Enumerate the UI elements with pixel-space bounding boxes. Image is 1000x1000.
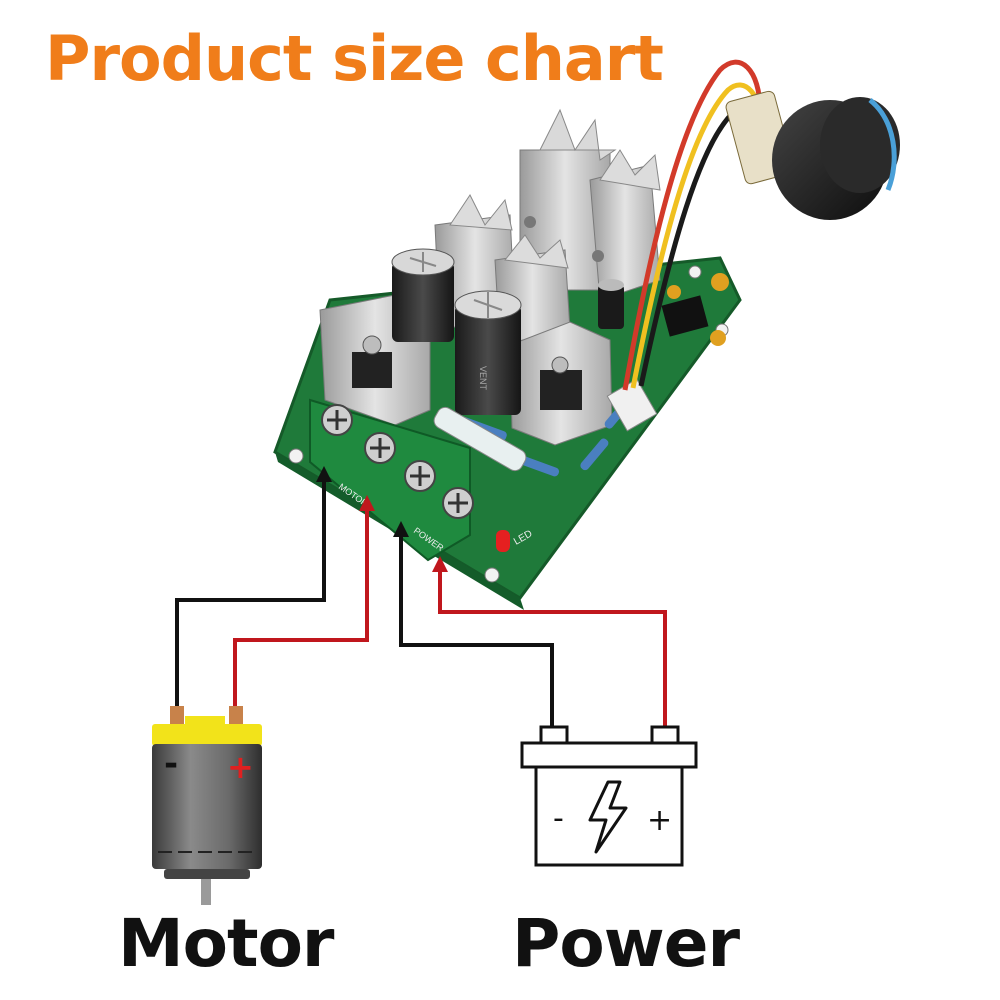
- ic-chip: [661, 295, 709, 337]
- terminal-screw-icon: [321, 404, 353, 436]
- battery-icon: - +: [520, 725, 698, 867]
- terminal-block: MOTOR POWER: [309, 398, 474, 562]
- capacitor-icon: VENT: [454, 290, 522, 415]
- ceramic-cap: [711, 273, 729, 291]
- terminal-screw-icon: [442, 487, 474, 519]
- ceramic-cap: [667, 285, 681, 299]
- ceramic-cap: [710, 330, 726, 346]
- battery-minus-symbol: -: [553, 801, 564, 836]
- dc-motor-icon: - +: [152, 706, 262, 905]
- motor-plus-symbol: +: [227, 748, 254, 786]
- capacitor-icon: [391, 248, 455, 342]
- wire-power-negative: [393, 521, 554, 730]
- lightning-bolt-icon: [588, 780, 628, 854]
- fuse: [433, 406, 527, 472]
- potentiometer-connector: [606, 378, 658, 432]
- battery-plus-symbol: +: [647, 803, 672, 838]
- motor-minus-symbol: -: [164, 744, 178, 784]
- wire-motor-negative: [175, 466, 332, 720]
- heatsink-icon: [509, 321, 613, 446]
- potentiometer-knob-icon: [725, 90, 900, 220]
- motor-label: Motor: [118, 905, 334, 982]
- capacitor-icon: [598, 279, 624, 329]
- terminal-screw-icon: [404, 460, 436, 492]
- page-title: Product size chart: [45, 22, 664, 95]
- cap-label: VENT: [478, 366, 488, 391]
- terminal-screw-icon: [364, 432, 396, 464]
- pwm-controller-board: VENT MOTOR POWER: [273, 108, 742, 610]
- wire-power-positive: [432, 556, 667, 730]
- wire-motor-positive: [233, 495, 375, 720]
- power-label: Power: [512, 905, 740, 982]
